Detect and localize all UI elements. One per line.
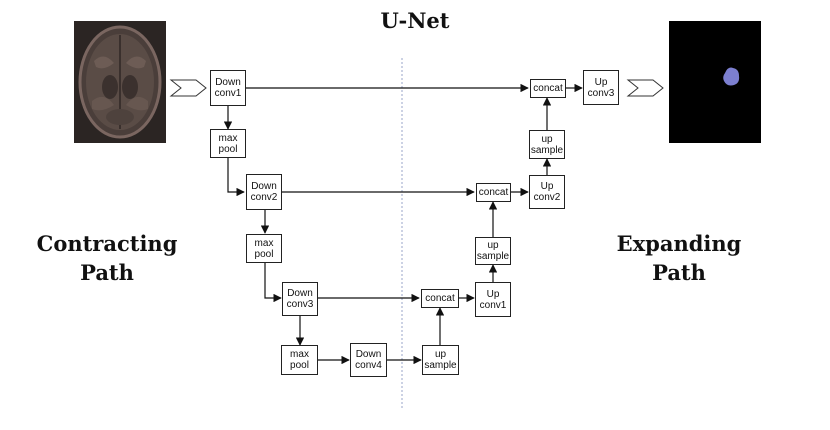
- down-conv3-block: Down conv3: [282, 282, 318, 316]
- max-pool3-line-2: pool: [290, 360, 309, 371]
- down-conv1-line-2: conv1: [214, 88, 242, 99]
- down-conv1-block: Down conv1: [210, 70, 246, 106]
- concat2-label: concat: [478, 187, 509, 198]
- concat3-block: concat: [530, 79, 566, 98]
- up-conv2-line-2: conv2: [533, 192, 561, 203]
- concat1-label: concat: [425, 293, 455, 304]
- input-arrow-icon: [169, 79, 207, 97]
- max-pool3-block: max pool: [281, 345, 318, 375]
- up-sample3-block: up sample: [529, 130, 565, 159]
- down-conv1-line-1: Down: [215, 77, 241, 88]
- up-conv3-line-2: conv3: [587, 87, 615, 99]
- down-conv3-line-1: Down: [287, 288, 313, 299]
- up-conv3-block: Up conv3: [583, 70, 619, 105]
- up-sample3-line-1: up: [541, 133, 553, 145]
- expanding-label-line-2: Path: [652, 260, 706, 285]
- concat2-block: concat: [476, 183, 511, 202]
- max-pool3-line-1: max: [290, 349, 309, 360]
- up-sample1-line-2: sample: [424, 360, 457, 371]
- max-pool1-line-2: pool: [218, 143, 238, 155]
- max-pool1-block: max pool: [210, 129, 246, 158]
- down-conv4-line-2: conv4: [355, 360, 382, 371]
- expanding-path-label: Expanding Path: [596, 229, 762, 287]
- expanding-label-line-1: Expanding: [616, 231, 742, 256]
- up-conv1-block: Up conv1: [475, 282, 511, 317]
- max-pool2-line-1: max: [254, 237, 274, 249]
- down-conv4-block: Down conv4: [350, 343, 387, 377]
- input-mri-image: [74, 21, 166, 143]
- down-conv3-line-2: conv3: [286, 299, 314, 310]
- down-conv4-line-1: Down: [355, 349, 382, 360]
- down-conv2-line-2: conv2: [250, 192, 278, 203]
- up-sample3-line-2: sample: [530, 144, 564, 156]
- up-conv2-line-1: Up: [540, 181, 554, 192]
- up-conv1-line-2: conv1: [479, 299, 507, 311]
- diagram-title: U-Net: [380, 8, 450, 33]
- up-sample1-block: up sample: [422, 345, 459, 375]
- max-pool1-line-1: max: [218, 132, 238, 144]
- up-sample2-line-1: up: [487, 240, 499, 251]
- contracting-label-line-2: Path: [80, 260, 134, 285]
- up-sample1-line-1: up: [434, 349, 447, 360]
- up-conv2-block: Up conv2: [529, 175, 565, 209]
- up-conv3-line-1: Up: [594, 76, 608, 88]
- contracting-path-label: Contracting Path: [22, 229, 192, 287]
- concat3-label: concat: [533, 83, 563, 94]
- contracting-label-line-1: Contracting: [36, 231, 178, 256]
- up-sample2-line-2: sample: [476, 251, 510, 262]
- segmentation-mask: [723, 67, 740, 86]
- down-conv2-block: Down conv2: [246, 174, 282, 210]
- up-conv1-line-1: Up: [486, 288, 500, 300]
- output-segmentation-image: [669, 21, 761, 143]
- output-arrow-icon: [626, 79, 664, 97]
- concat1-block: concat: [421, 289, 459, 308]
- down-conv2-line-1: Down: [251, 181, 277, 192]
- max-pool2-block: max pool: [246, 234, 282, 263]
- up-sample2-block: up sample: [475, 237, 511, 265]
- max-pool2-line-2: pool: [254, 248, 274, 260]
